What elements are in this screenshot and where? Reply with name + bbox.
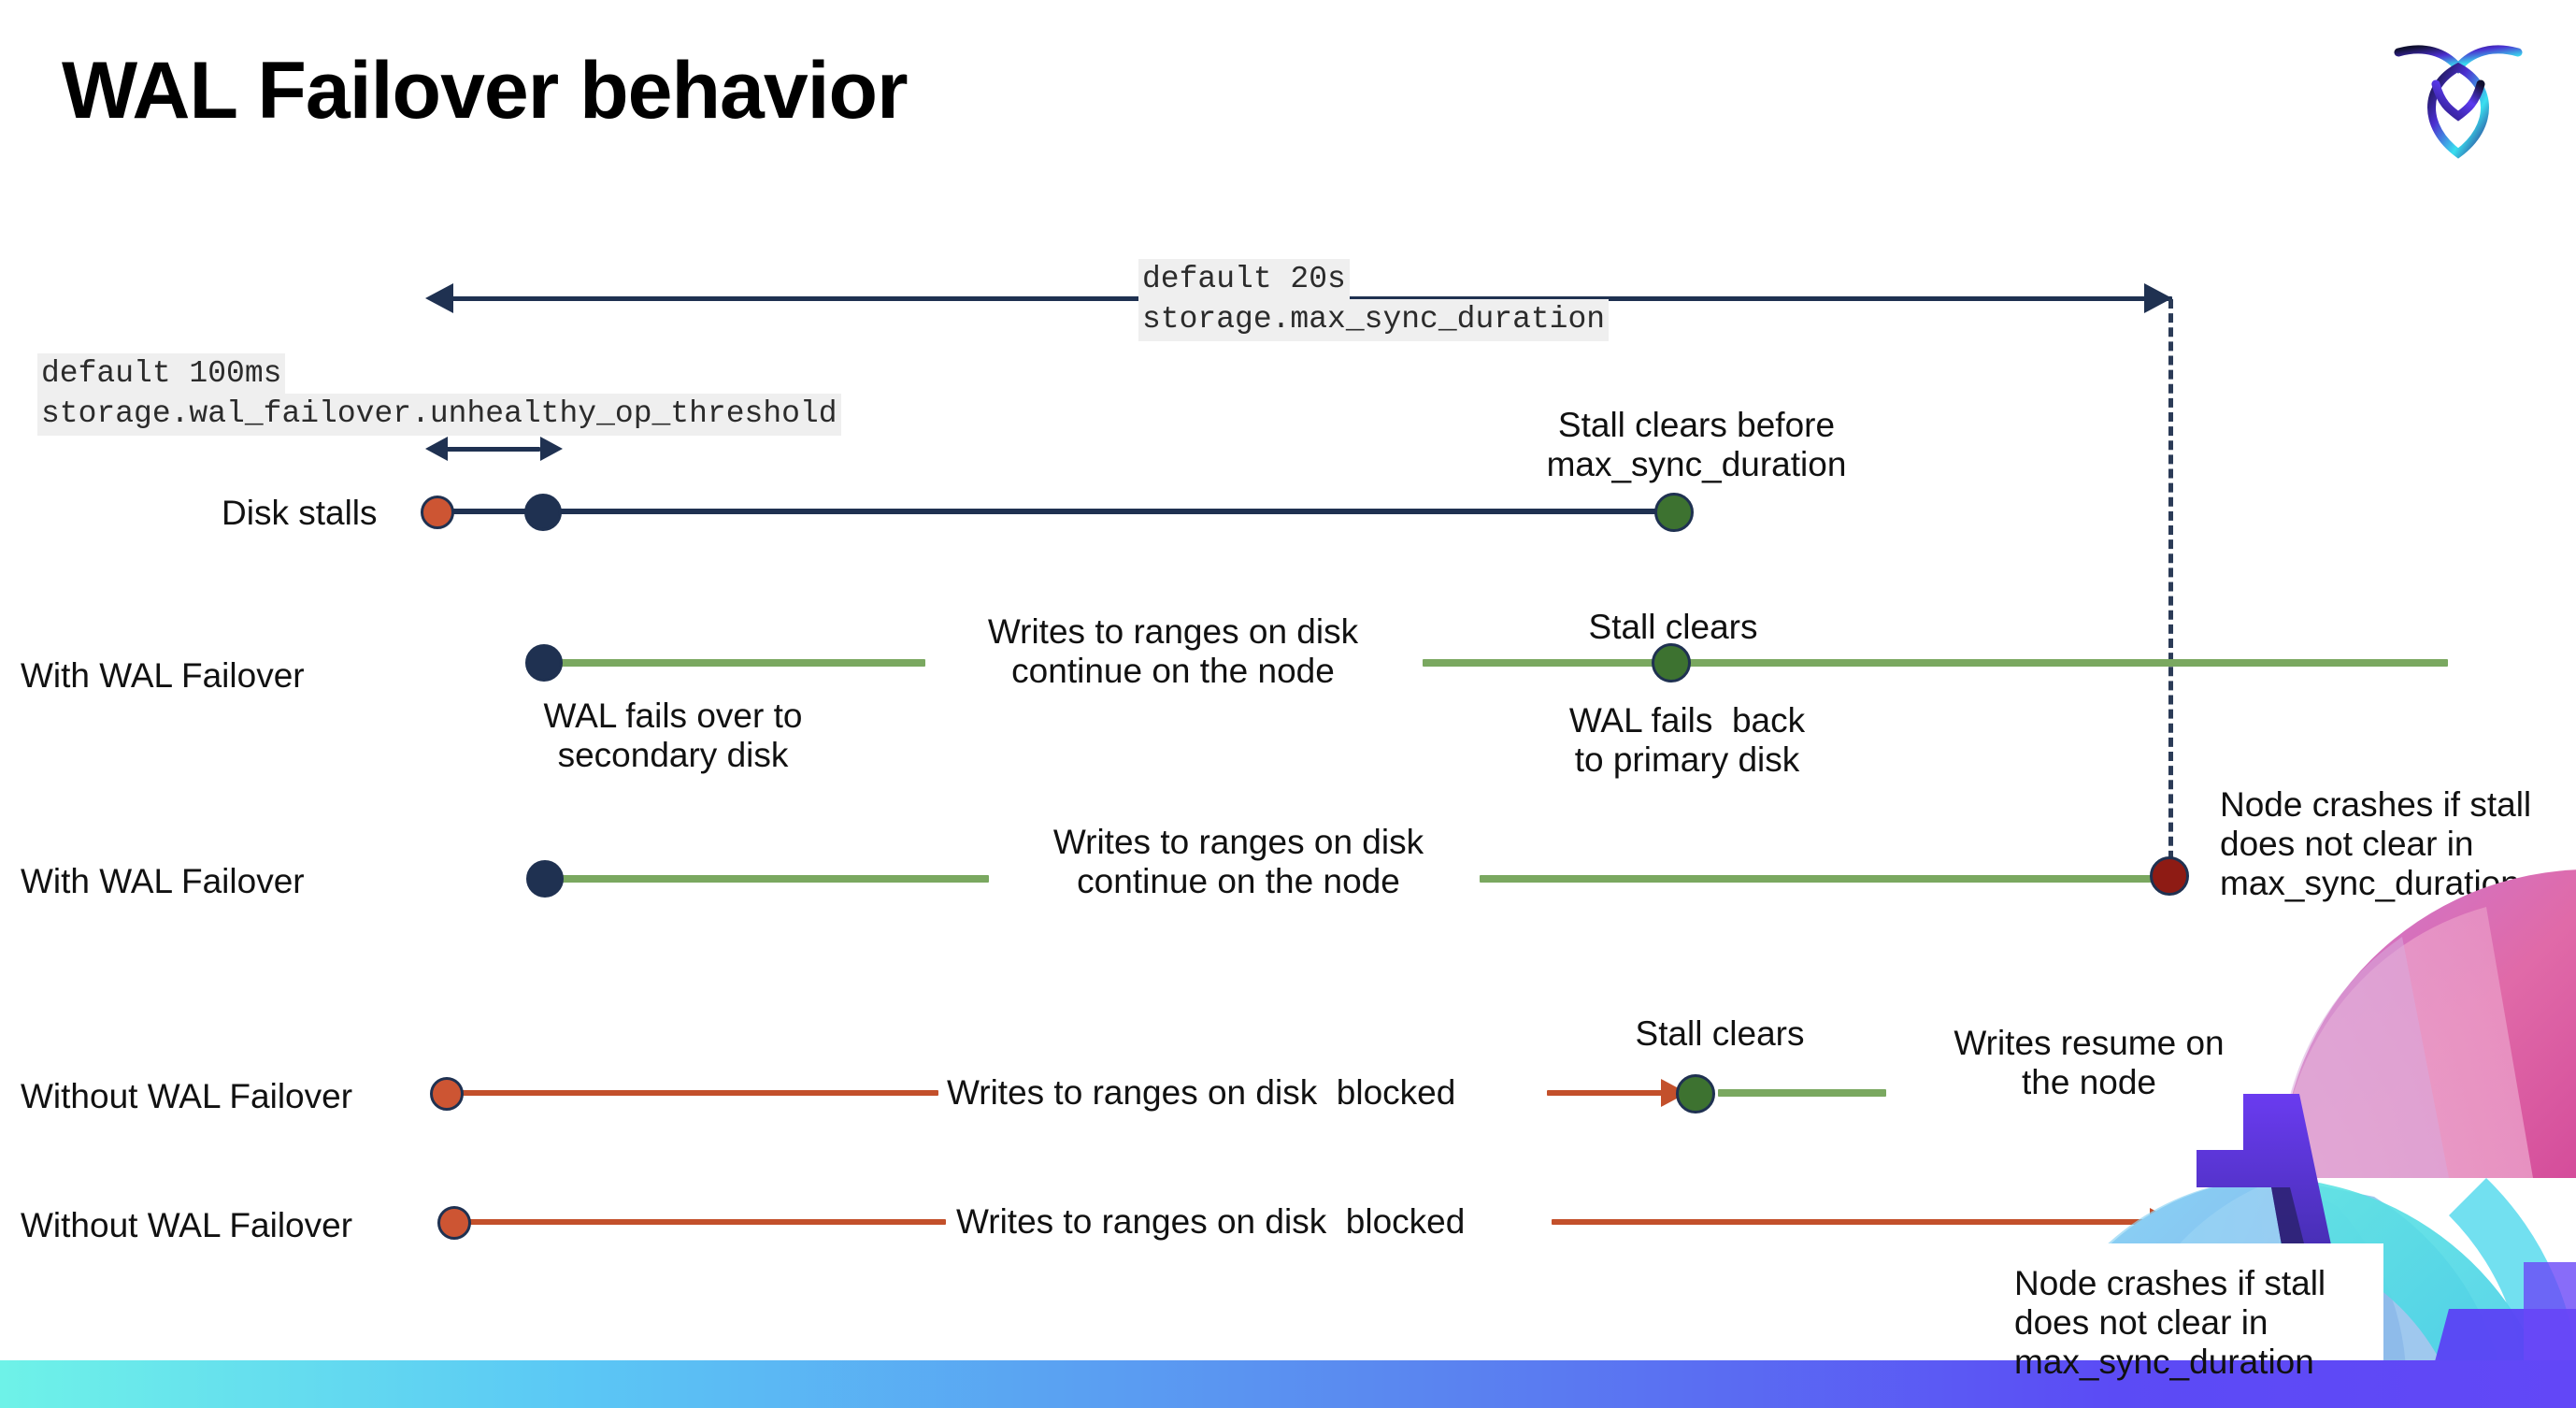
with-failover-1-clear-dot [1652, 643, 1691, 682]
cockroachdb-logo-icon [2383, 26, 2533, 166]
unhealthy-op-threshold-span-line [447, 447, 540, 452]
without-failover-1-blocked-left [452, 1090, 938, 1096]
note-wal-fails-over: WAL fails over to secondary disk [543, 697, 803, 774]
without-failover-2-start-dot [437, 1206, 471, 1240]
without-failover-1-clear-dot [1676, 1074, 1715, 1113]
unhealthy-op-threshold-default-chip: default 100ms [37, 353, 286, 395]
disk-stalls-clear-dot [1654, 493, 1694, 532]
without-failover-2-blocked-left [460, 1219, 946, 1225]
disk-stalls-timeline [437, 509, 1671, 514]
page-title: WAL Failover behavior [62, 46, 909, 136]
note-wal-fails-back: WAL fails back to primary disk [1568, 701, 1806, 779]
unhealthy-op-threshold-arrow-left-icon [425, 437, 448, 461]
bottom-accent-bar [0, 1360, 2576, 1408]
without-failover-1-resume-segment-2 [2295, 1089, 2454, 1097]
note-writes-blocked-1: Writes to ranges on disk blocked [947, 1073, 1456, 1112]
note-writes-continue-2: Writes to ranges on disk continue on the… [1052, 823, 1424, 900]
row-label-without-wal-failover-2: Without WAL Failover [21, 1206, 353, 1244]
max-sync-duration-default-chip: default 20s [1138, 259, 1350, 301]
without-failover-1-resume-segment [1718, 1089, 1886, 1097]
with-failover-1-segment-right [1423, 659, 2448, 667]
row-label-with-wal-failover-1: With WAL Failover [21, 656, 305, 695]
max-sync-duration-setting-chip: storage.max_sync_duration [1138, 299, 1610, 341]
row-label-with-wal-failover-2: With WAL Failover [21, 862, 305, 900]
row-label-disk-stalls: Disk stalls [222, 494, 378, 532]
without-failover-1-start-dot [430, 1077, 464, 1111]
max-sync-duration-arrow-right-icon [2144, 283, 2172, 313]
max-sync-duration-arrow-left-icon [425, 283, 453, 313]
with-failover-2-segment-left [545, 875, 989, 883]
note-node-crashes-1: Node crashes if stall does not clear in … [2220, 785, 2532, 902]
with-failover-2-crash-dot [2150, 856, 2189, 896]
without-failover-2-blocked-right [1552, 1219, 2159, 1225]
note-stall-clears-before-max-sync: Stall clears before max_sync_duration [1546, 406, 1847, 483]
unhealthy-op-threshold-setting-chip: storage.wal_failover.unhealthy_op_thresh… [37, 394, 841, 436]
note-node-crashes-2: Node crashes if stall does not clear in … [2014, 1264, 2326, 1381]
without-failover-1-blocked-right [1547, 1090, 1664, 1096]
disk-stalls-failover-dot [524, 494, 562, 531]
with-failover-1-segment-left [542, 659, 925, 667]
note-writes-continue-1: Writes to ranges on disk continue on the… [987, 612, 1359, 690]
with-failover-2-segment-right [1480, 875, 2178, 883]
row-label-without-wal-failover-1: Without WAL Failover [21, 1077, 353, 1115]
disk-stalls-start-dot [421, 496, 454, 529]
note-writes-resume: Writes resume on the node [1953, 1024, 2225, 1101]
note-writes-blocked-2: Writes to ranges on disk blocked [956, 1202, 1466, 1241]
note-stall-clears-2: Stall clears [1635, 1014, 1805, 1053]
max-sync-duration-guide-line [2168, 299, 2173, 874]
note-stall-clears-1: Stall clears [1588, 608, 1758, 646]
with-failover-2-failover-dot [526, 860, 564, 898]
unhealthy-op-threshold-arrow-right-icon [540, 437, 563, 461]
with-failover-1-failover-dot [525, 644, 563, 682]
without-failover-2-crash-dot [2162, 1204, 2201, 1243]
